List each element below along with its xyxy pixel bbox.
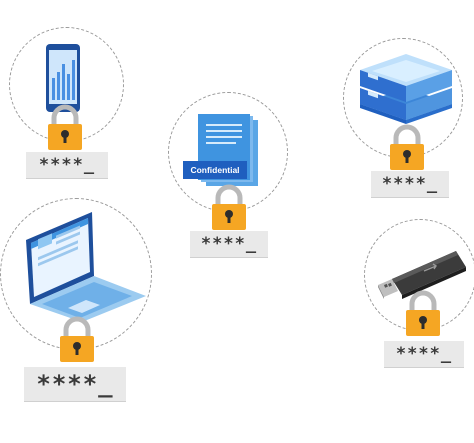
server-padlock-icon <box>390 124 424 170</box>
phone-password-field: ****_ <box>26 152 108 178</box>
usb-password-field: ****_ <box>384 341 464 367</box>
document-password-field: ****_ <box>190 231 268 257</box>
confidential-label: Confidential <box>183 161 247 179</box>
phone-icon <box>46 44 80 112</box>
laptop-icon <box>26 212 146 322</box>
server-password-field: ****_ <box>371 171 449 197</box>
server-icon <box>360 54 452 124</box>
laptop-padlock-icon <box>60 316 94 362</box>
usb-drive-icon <box>378 251 466 299</box>
laptop-password-field: ****_ <box>24 367 126 401</box>
document-padlock-icon <box>212 184 246 230</box>
phone-padlock-icon <box>48 104 82 150</box>
usb-padlock-icon <box>406 290 440 336</box>
